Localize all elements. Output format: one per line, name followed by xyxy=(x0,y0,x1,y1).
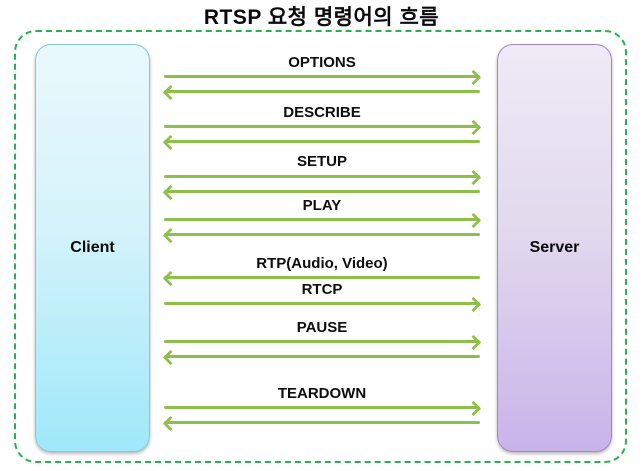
left-arrow-setup xyxy=(164,190,480,193)
client-label: Client xyxy=(70,239,115,256)
client-box: Client xyxy=(35,44,150,452)
right-arrow-pause xyxy=(164,340,480,343)
message-label-describe: DESCRIBE xyxy=(283,104,361,121)
left-arrow-rtp xyxy=(164,276,480,279)
message-label-rtcp: RTCP xyxy=(301,281,343,298)
server-box: Server xyxy=(497,44,612,452)
diagram-dashed-border xyxy=(14,30,627,463)
right-arrow-rtcp xyxy=(164,302,480,305)
right-arrow-play xyxy=(164,218,480,221)
server-label: Server xyxy=(529,239,580,256)
left-arrow-options xyxy=(164,90,480,93)
right-arrow-teardown xyxy=(164,406,480,409)
message-lane: OPTIONS DESCRIBE SETUP PLAY RTP(Audio, V… xyxy=(164,0,480,471)
message-label-play: PLAY xyxy=(302,197,342,214)
message-label-rtp: RTP(Audio, Video) xyxy=(256,255,388,272)
left-arrow-teardown xyxy=(164,421,480,424)
message-label-teardown: TEARDOWN xyxy=(277,385,367,402)
diagram-title: RTSP 요청 명령어의 흐름 xyxy=(203,6,440,29)
left-arrow-describe xyxy=(164,140,480,143)
right-arrow-describe xyxy=(164,125,480,128)
right-arrow-options xyxy=(164,75,480,78)
message-label-options: OPTIONS xyxy=(288,54,356,71)
message-label-setup: SETUP xyxy=(296,153,347,170)
left-arrow-play xyxy=(164,233,480,236)
right-arrow-setup xyxy=(164,175,480,178)
message-label-pause: PAUSE xyxy=(296,319,348,336)
left-arrow-pause xyxy=(164,355,480,358)
